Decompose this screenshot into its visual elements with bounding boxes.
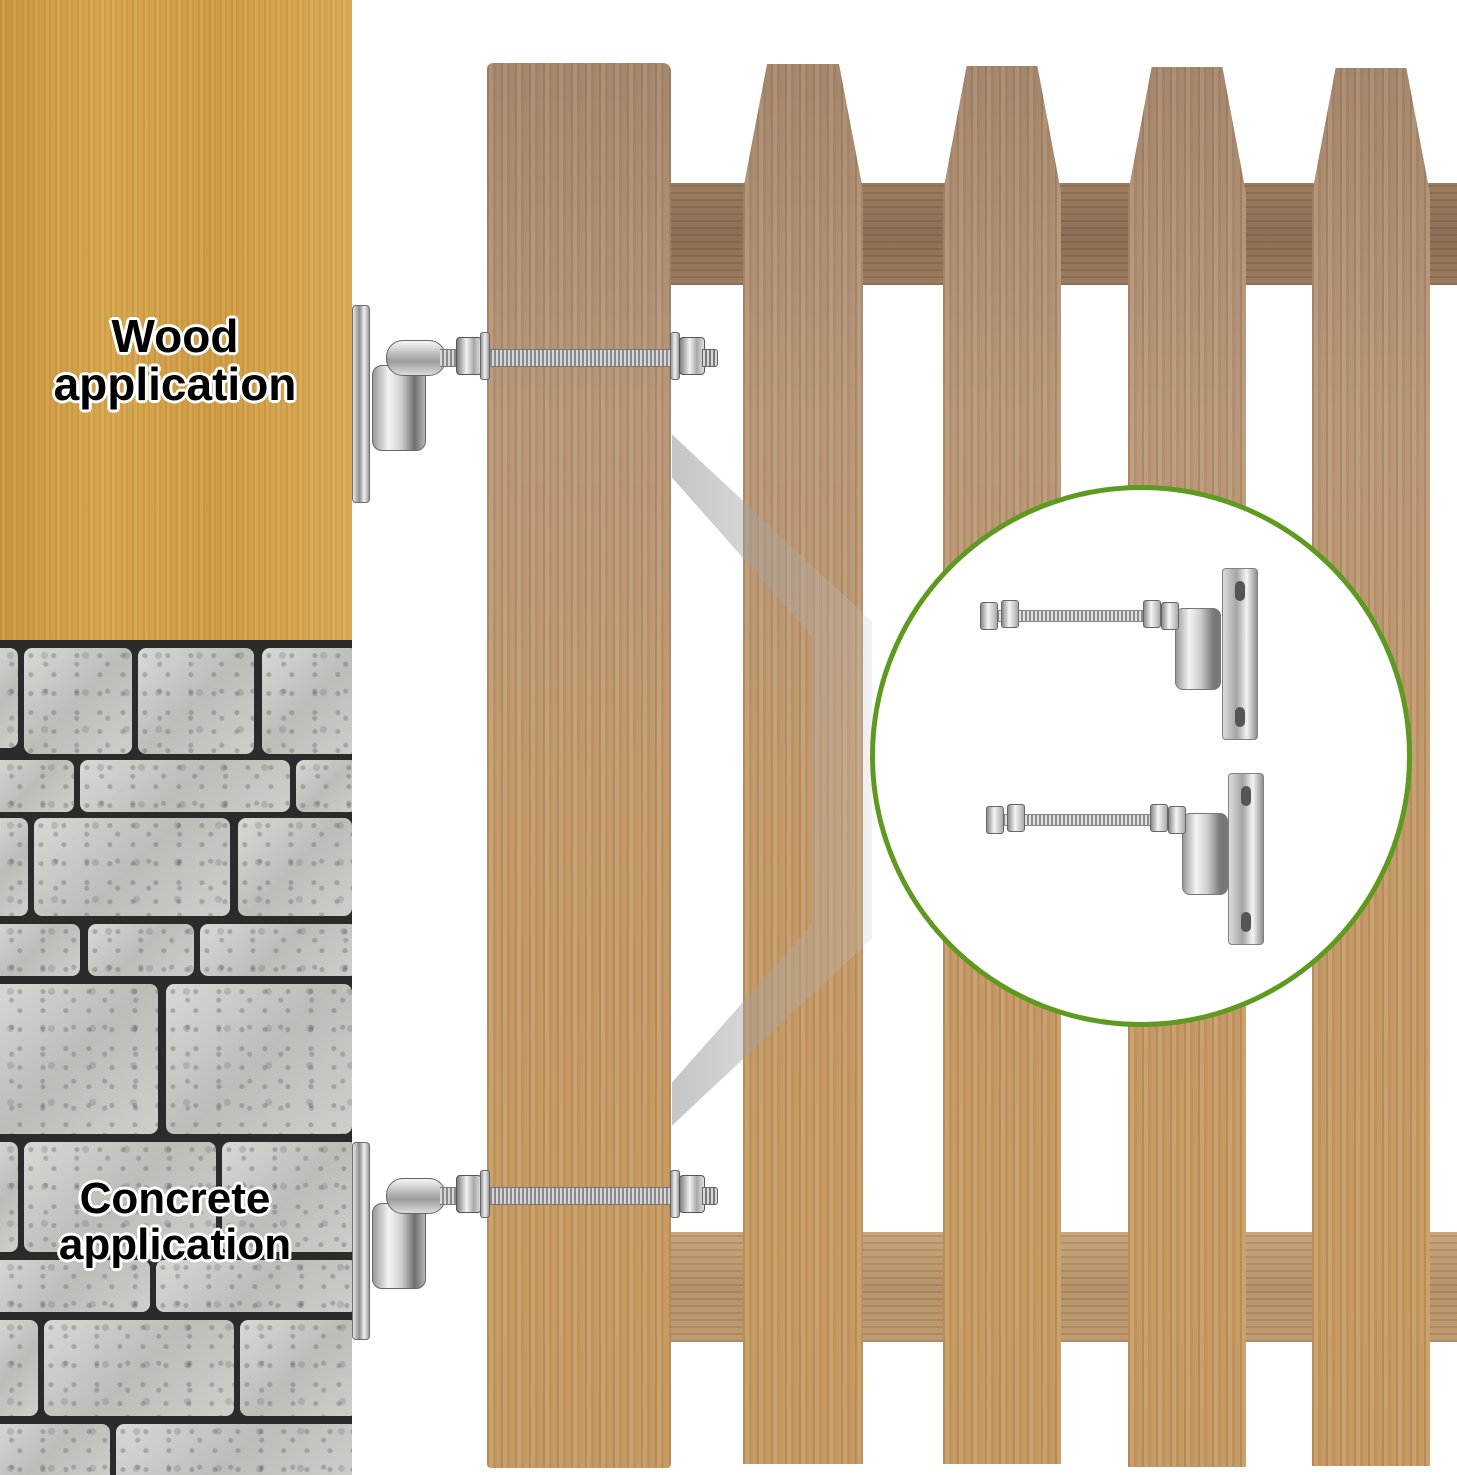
inset-nut	[1161, 602, 1179, 630]
hex-nut	[456, 1175, 482, 1213]
stone	[0, 1320, 38, 1416]
inset-mount-plate	[1222, 568, 1258, 740]
wood-application-label: Wood application	[40, 312, 310, 409]
stone	[0, 760, 74, 812]
hinge-knuckle	[372, 365, 426, 451]
gate-board	[487, 63, 671, 1468]
stone	[88, 924, 194, 976]
stone	[296, 760, 352, 812]
bolt-tip	[702, 349, 718, 367]
inset-nut	[986, 806, 1004, 834]
mounting-hole	[1241, 912, 1251, 932]
mounting-hole	[1235, 707, 1245, 727]
wood-label-line2: application	[53, 358, 297, 411]
stone	[138, 648, 254, 754]
mounting-hole	[1235, 581, 1245, 601]
inset-hinge-knuckle	[1175, 608, 1221, 690]
inset-nut	[1001, 600, 1019, 628]
stone-wall-panel	[0, 640, 352, 1475]
hex-nut	[679, 337, 705, 375]
stone	[44, 1320, 234, 1416]
hinge-knuckle	[372, 1203, 426, 1289]
stone	[80, 760, 290, 812]
inset-nut	[1143, 600, 1161, 628]
stone	[0, 818, 28, 916]
stone	[166, 984, 352, 1134]
stone	[222, 1142, 352, 1252]
inset-threaded-rod	[989, 814, 1185, 826]
stone	[0, 1424, 110, 1475]
inset-mount-plate	[1228, 773, 1264, 945]
concrete-label-line2: application	[58, 1220, 292, 1270]
stone	[0, 1260, 150, 1312]
stone	[116, 1424, 352, 1475]
stone	[24, 1142, 216, 1252]
washer	[480, 1170, 490, 1218]
inset-nut	[980, 602, 998, 630]
threaded-rod	[440, 349, 705, 367]
inset-nut	[1007, 804, 1025, 832]
stone	[262, 648, 352, 754]
concrete-label-line1: Concrete	[79, 1174, 271, 1223]
stone	[0, 924, 80, 976]
inset-hinge-knuckle	[1182, 813, 1228, 895]
product-inset-circle	[870, 485, 1412, 1027]
inset-nut	[1150, 804, 1168, 832]
stone	[200, 924, 352, 976]
hinge-eye	[386, 340, 446, 376]
washer	[480, 332, 490, 380]
inset-nut	[1168, 806, 1186, 834]
stone	[0, 1142, 18, 1252]
threaded-rod	[440, 1187, 705, 1205]
stone	[0, 984, 158, 1134]
mounting-hole	[1241, 786, 1251, 806]
concrete-application-label: Concrete application	[40, 1174, 310, 1270]
stone	[34, 818, 230, 916]
stone	[240, 1320, 352, 1416]
wood-texture-panel	[0, 0, 352, 640]
wood-label-line1: Wood	[111, 310, 239, 362]
stone	[0, 648, 18, 748]
hex-nut	[456, 337, 482, 375]
stone	[156, 1260, 352, 1312]
bolt-tip	[702, 1187, 718, 1205]
stone	[238, 818, 352, 916]
hinge-mount-plate	[352, 305, 370, 503]
hinge-mount-plate	[352, 1142, 370, 1340]
hinge-eye	[386, 1178, 446, 1214]
stone	[24, 648, 132, 754]
inset-threaded-rod	[983, 610, 1178, 622]
